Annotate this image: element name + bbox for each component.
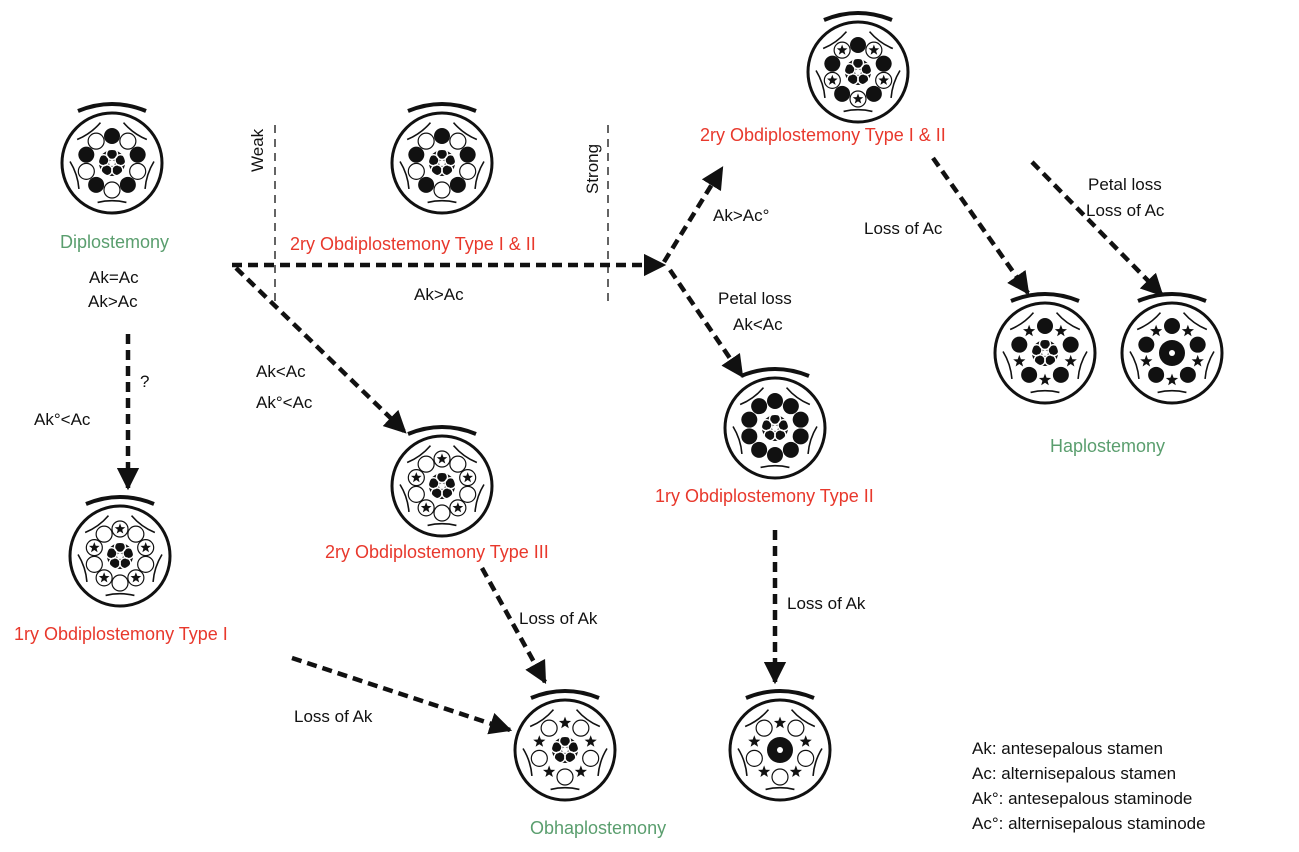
legend-item-ak: Ak: antesepalous stamen <box>972 739 1163 758</box>
flower-haplostemony-2 <box>1120 292 1224 405</box>
flower-haplostemony-1 <box>993 292 1097 405</box>
diplostemony-label: Diplostemony <box>60 232 170 252</box>
petal-loss-2-label: Petal loss <box>1088 175 1162 194</box>
obdip-2ry-I-II-top-label: 2ry Obdiplostemony Type I & II <box>700 125 946 145</box>
flower-1ry-obdip-I <box>68 495 172 608</box>
flower-obhaplostemony-1 <box>513 689 617 802</box>
flower-2ry-obdip-III <box>390 425 494 538</box>
ak-lt-ac-2-label: Ak<Ac <box>733 315 783 334</box>
flower-2ry-obdip-top <box>806 11 910 124</box>
arrow-center-to-1ry-II <box>668 268 744 378</box>
loss-of-ac-2-label: Loss of Ac <box>1086 201 1165 220</box>
strong-label: Strong <box>583 143 602 194</box>
legend-item-ak-staminode: Ak°: antesepalous staminode <box>972 789 1193 808</box>
ak-staminode-lt-ac-2-label: Ak°<Ac <box>256 393 313 412</box>
ak-lt-ac-label: Ak<Ac <box>256 362 306 381</box>
flower-1ry-obdip-II <box>723 367 827 480</box>
flower-diplostemony <box>60 102 164 215</box>
legend-item-ac-staminode: Ac°: alternisepalous staminode <box>972 814 1206 833</box>
dip-condition-2: Ak>Ac <box>88 292 138 311</box>
ak-gt-ac-center-label: Ak>Ac <box>414 285 464 304</box>
haplostemony-label: Haplostemony <box>1050 436 1166 456</box>
loss-of-ak-3-label: Loss of Ak <box>294 707 373 726</box>
legend: Ak: antesepalous stamen Ac: alternisepal… <box>972 736 1206 836</box>
arrow-1ry-I-to-obhap <box>291 655 513 735</box>
weak-label: Weak <box>248 128 267 172</box>
petal-loss-1-label: Petal loss <box>718 289 792 308</box>
arrow-dip-to-2ry-III <box>234 266 407 434</box>
flower-2ry-obdip-center <box>390 102 494 215</box>
loss-of-ac-label: Loss of Ac <box>864 219 943 238</box>
flower-obhaplostemony-2 <box>728 689 832 802</box>
ak-staminode-lt-ac-label: Ak°<Ac <box>34 410 91 429</box>
obdip-2ry-I-II-center-label: 2ry Obdiplostemony Type I & II <box>290 234 536 254</box>
question-mark: ? <box>140 372 150 391</box>
arrow-top-to-hap1 <box>931 156 1030 295</box>
obdip-1ry-I-label: 1ry Obdiplostemony Type I <box>14 624 228 644</box>
loss-of-ak-2-label: Loss of Ak <box>787 594 866 613</box>
loss-of-ak-1-label: Loss of Ak <box>519 609 598 628</box>
obhaplostemony-label: Obhaplostemony <box>530 818 667 838</box>
arrow-center-to-top <box>662 166 724 264</box>
arrow-2ry-III-to-obhap <box>480 566 547 684</box>
ak-gt-ac-staminode-label: Ak>Ac° <box>713 206 770 225</box>
dip-condition-1: Ak=Ac <box>89 268 139 287</box>
obdip-1ry-II-label: 1ry Obdiplostemony Type II <box>655 486 874 506</box>
legend-item-ac: Ac: alternisepalous stamen <box>972 764 1177 783</box>
obdip-2ry-III-label: 2ry Obdiplostemony Type III <box>325 542 549 562</box>
